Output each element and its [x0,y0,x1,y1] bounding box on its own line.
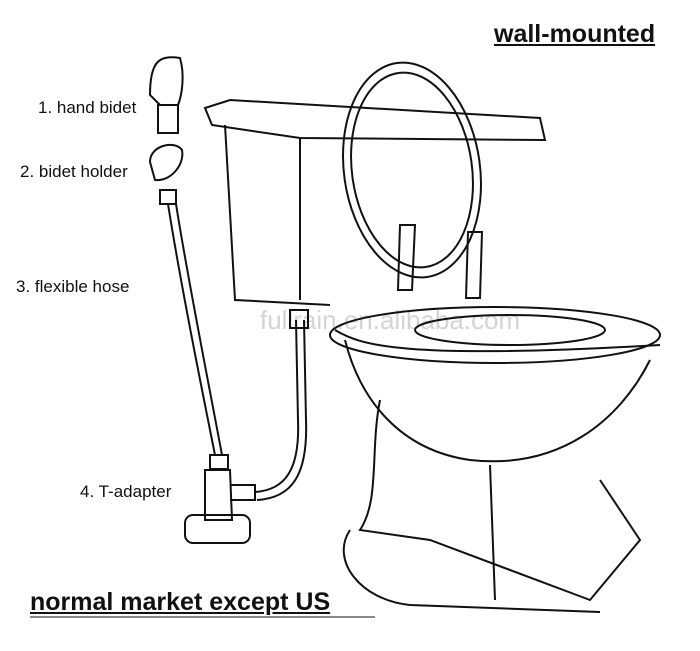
toilet-tank [203,98,547,306]
title-market: normal market except US [30,588,331,616]
label-hand-bidet: 1. hand bidet [38,98,137,117]
label-bidet-holder: 2. bidet holder [20,162,128,181]
toilet-seat [329,306,661,364]
toilet-hinges [396,224,484,299]
toilet-lid [342,61,482,279]
bidet-holder-icon [148,143,184,182]
toilet-bowl [342,339,651,613]
label-t-adapter: 4. T-adapter [80,482,172,501]
hose-connector-icon [159,189,177,205]
supply-hose [254,319,308,501]
title-wall-mounted: wall-mounted [494,20,656,48]
t-adapter-icon [184,454,256,544]
flexible-hose [167,203,223,456]
label-flexible-hose: 3. flexible hose [16,277,130,296]
hand-bidet-icon [148,56,184,134]
tank-valve-connector [289,309,309,329]
